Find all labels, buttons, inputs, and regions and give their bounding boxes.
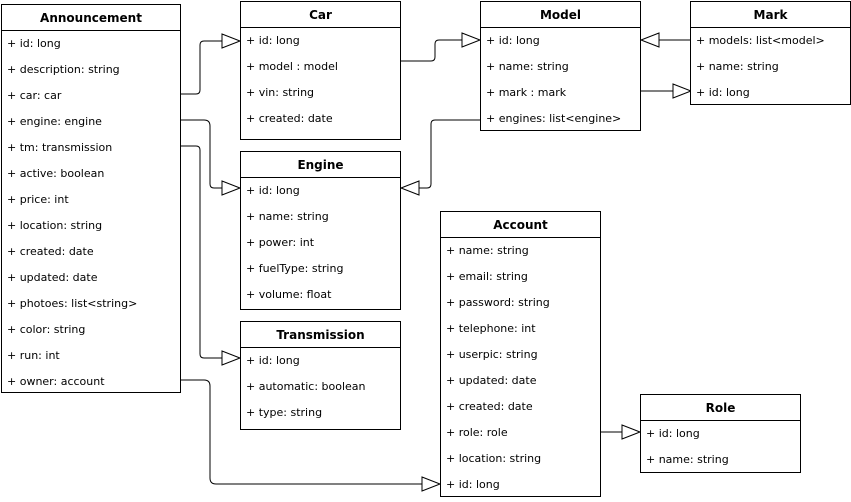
class-account[interactable]: Account + name: string + email: string +… <box>440 211 601 497</box>
class-transmission[interactable]: Transmission + id: long + automatic: boo… <box>240 321 401 430</box>
attribute: + price: int <box>7 193 69 206</box>
class-title: Transmission <box>241 322 400 348</box>
attribute: + id: long <box>7 37 61 50</box>
class-title: Role <box>641 395 800 421</box>
relation-announcement-transmission <box>181 145 222 359</box>
attribute: + tm: transmission <box>7 141 113 154</box>
attribute: + model : model <box>246 60 338 73</box>
arrowhead <box>639 32 660 48</box>
attribute: + role: role <box>446 426 508 439</box>
attribute: + id: long <box>446 478 500 491</box>
class-title: Engine <box>241 152 400 178</box>
attribute: + location: string <box>446 452 542 465</box>
arrowhead <box>221 180 242 196</box>
attribute: + updated: date <box>7 271 98 284</box>
attribute: + created: date <box>7 245 94 258</box>
class-model[interactable]: Model + id: long + name: string + mark :… <box>480 1 641 131</box>
attribute: + models: list<model> <box>696 34 825 47</box>
arrowhead <box>221 33 242 49</box>
class-engine[interactable]: Engine + id: long + name: string + power… <box>240 151 401 310</box>
attribute: + engines: list<engine> <box>486 112 622 125</box>
attribute: + power: int <box>246 236 315 249</box>
attribute: + owner: account <box>7 375 105 388</box>
class-role[interactable]: Role + id: long + name: string <box>640 394 801 473</box>
attribute: + run: int <box>7 349 60 362</box>
attribute: + fuelType: string <box>246 262 344 275</box>
attribute: + id: long <box>486 34 540 47</box>
attribute: + description: string <box>7 63 120 76</box>
class-title: Mark <box>691 2 850 28</box>
relation-announcement-engine <box>181 119 222 189</box>
class-car[interactable]: Car + id: long + model : model + vin: st… <box>240 1 401 140</box>
arrowhead <box>221 350 242 366</box>
attribute: + created: date <box>246 112 333 125</box>
class-mark[interactable]: Mark + models: list<model> + name: strin… <box>690 1 851 105</box>
arrowhead <box>621 424 642 440</box>
relation-model-engine <box>419 119 481 189</box>
attribute: + engine: engine <box>7 115 102 128</box>
attribute: + userpic: string <box>446 348 538 361</box>
attribute: + name: string <box>486 60 569 73</box>
class-title: Model <box>481 2 640 28</box>
attribute: + name: string <box>246 210 329 223</box>
attribute: + car: car <box>7 89 62 102</box>
attribute: + password: string <box>446 296 550 309</box>
class-announcement[interactable]: Announcement + id: long + description: s… <box>1 4 181 393</box>
arrowhead <box>421 476 442 492</box>
attribute: + updated: date <box>446 374 537 387</box>
attribute: + id: long <box>246 354 300 367</box>
relation-car-model <box>401 39 462 62</box>
class-title: Account <box>441 212 600 238</box>
attribute: + photoes: list<string> <box>7 297 138 310</box>
attribute: + created: date <box>446 400 533 413</box>
attribute: + volume: float <box>246 288 332 301</box>
arrowhead <box>672 83 693 99</box>
attribute: + active: boolean <box>7 167 105 180</box>
attribute: + id: long <box>246 184 300 197</box>
arrowhead <box>399 180 420 196</box>
relation-announcement-car <box>181 40 222 95</box>
attribute: + name: string <box>446 244 529 257</box>
attribute: + id: long <box>696 86 750 99</box>
class-title: Car <box>241 2 400 28</box>
attribute: + color: string <box>7 323 86 336</box>
relation-announcement-account <box>181 379 422 485</box>
attribute: + vin: string <box>246 86 315 99</box>
arrowhead <box>461 32 482 48</box>
attribute: + automatic: boolean <box>246 380 366 393</box>
attribute: + location: string <box>7 219 103 232</box>
attribute: + telephone: int <box>446 322 536 335</box>
class-title: Announcement <box>2 5 180 31</box>
attribute: + name: string <box>646 453 729 466</box>
attribute: + id: long <box>246 34 300 47</box>
attribute: + email: string <box>446 270 528 283</box>
attribute: + mark : mark <box>486 86 567 99</box>
attribute: + name: string <box>696 60 779 73</box>
attribute: + type: string <box>246 406 323 419</box>
attribute: + id: long <box>646 427 700 440</box>
